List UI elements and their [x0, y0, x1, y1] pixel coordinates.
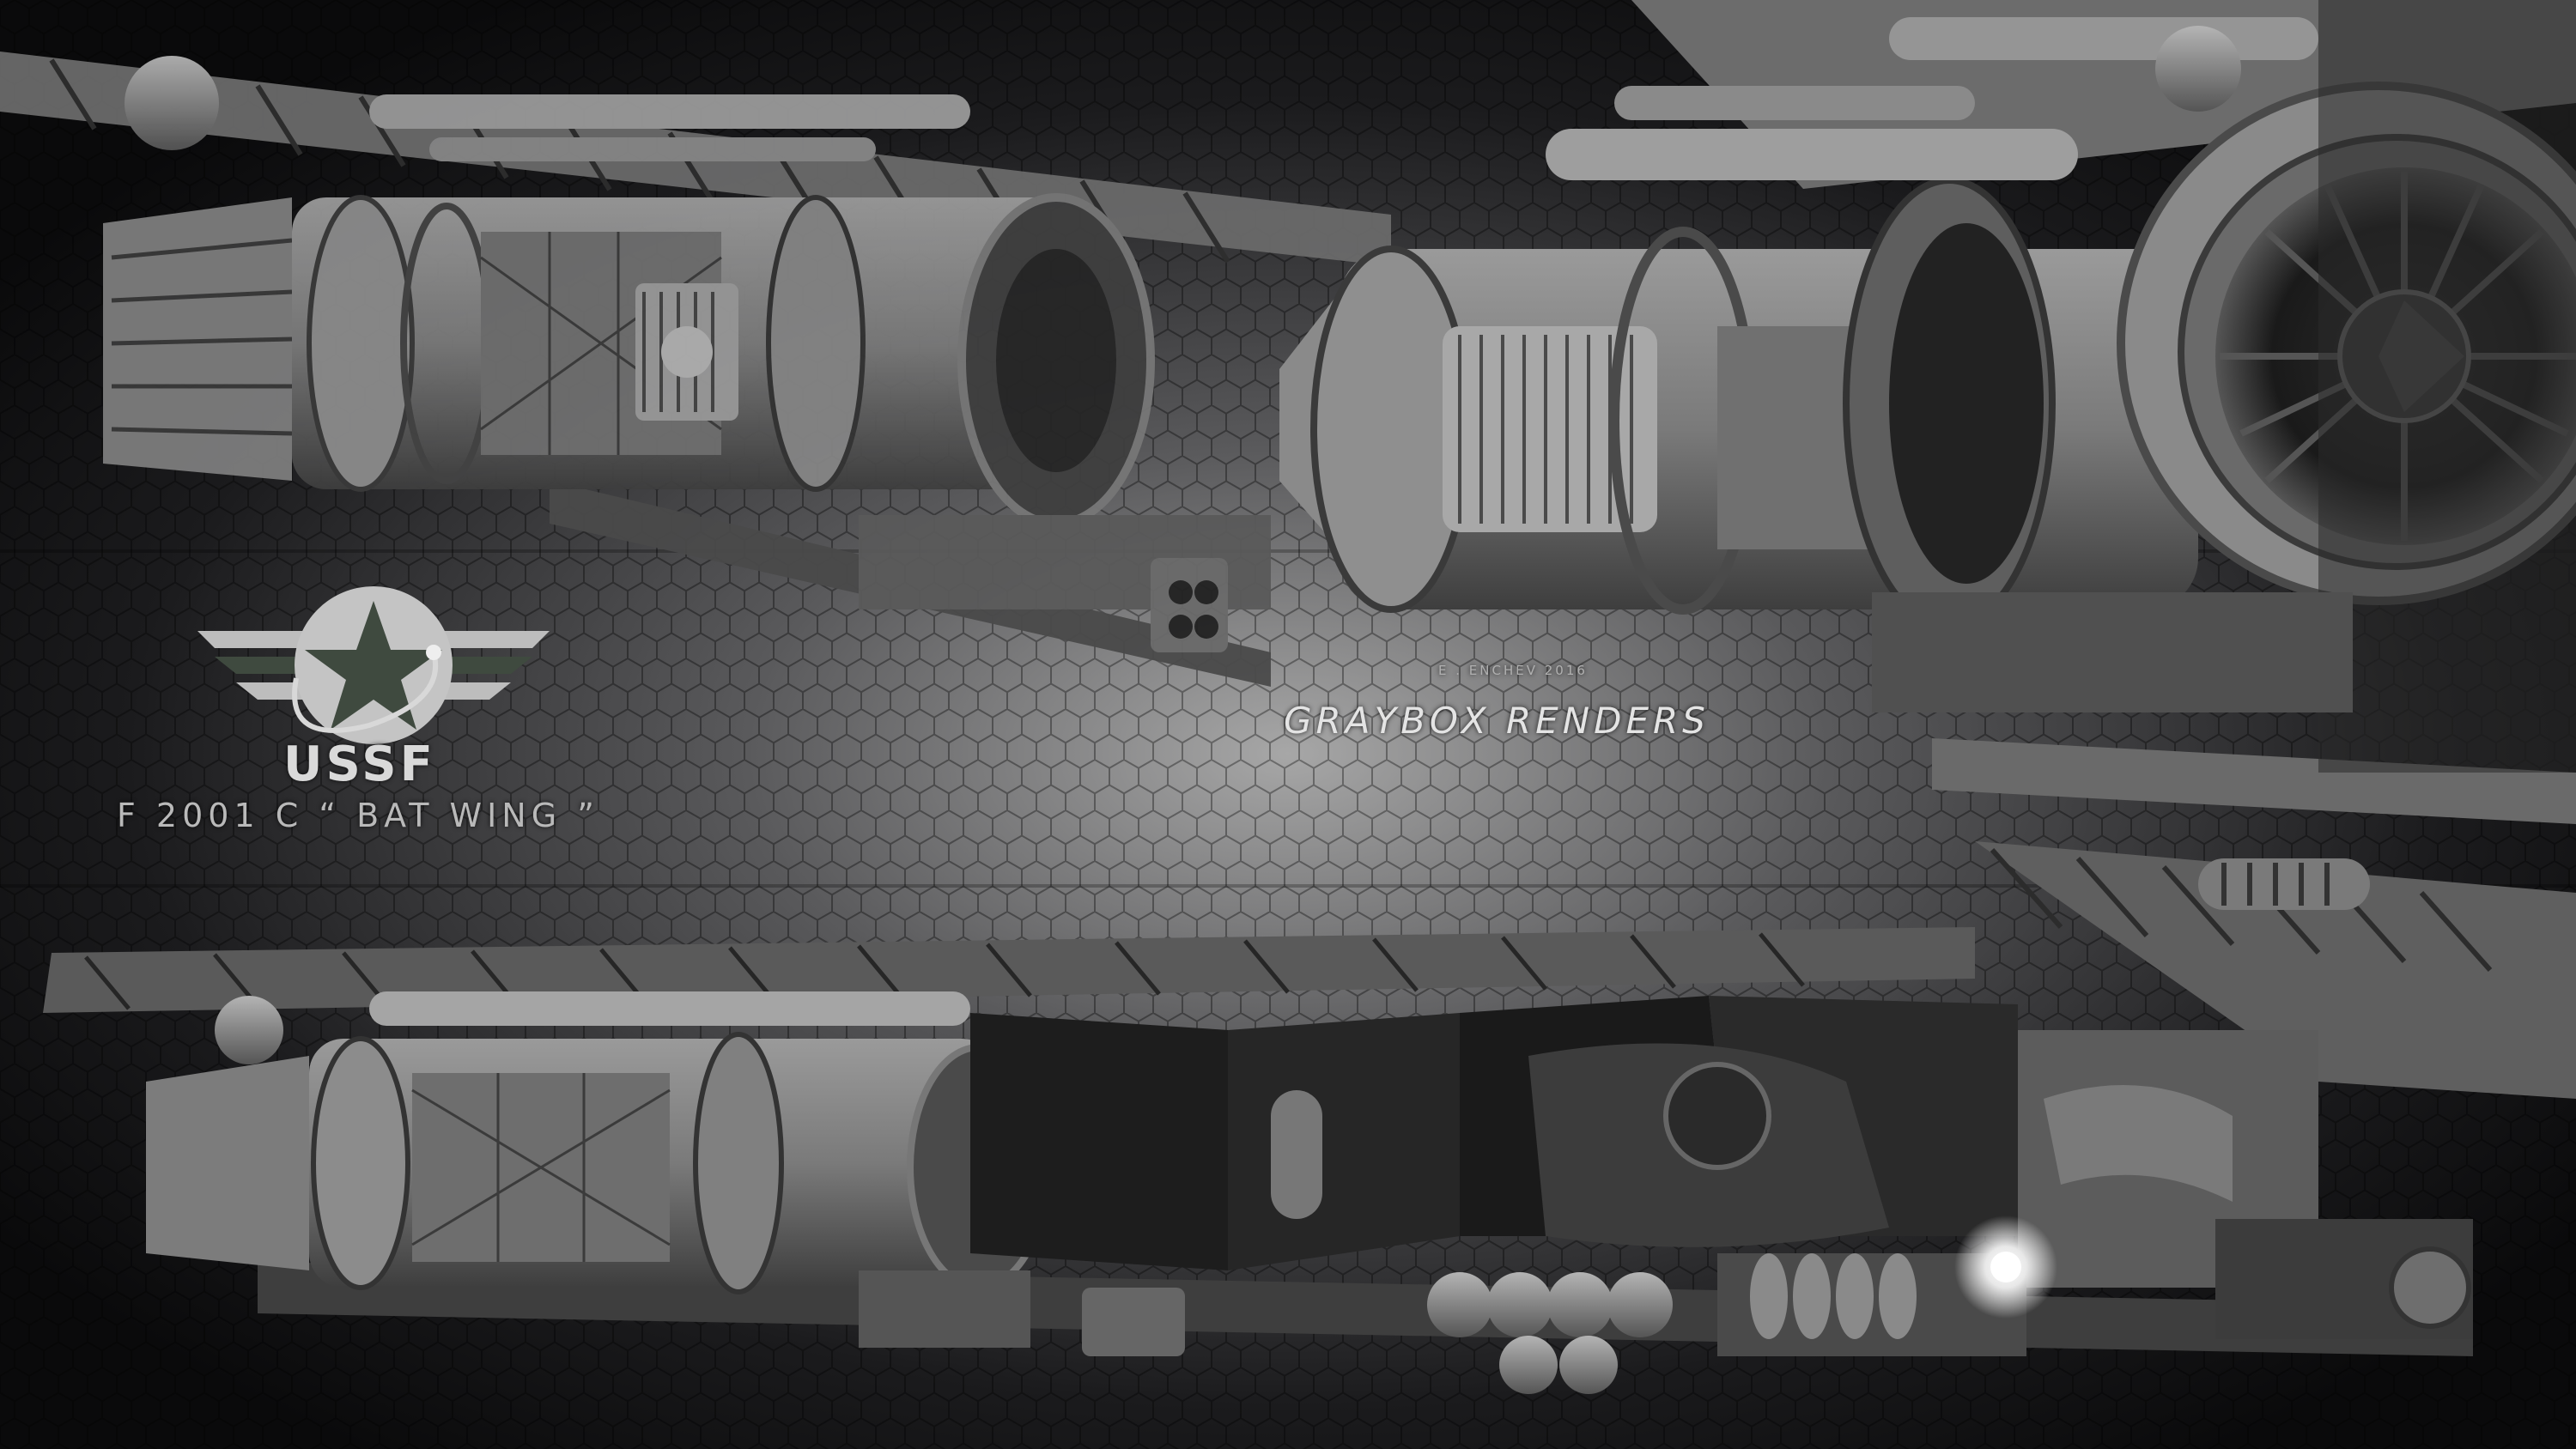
model-title: F 2001 C “ BAT WING ”	[117, 797, 599, 834]
bottom-engine	[43, 927, 2473, 1394]
author-credit: E . ENCHEV 2016	[1438, 663, 1588, 678]
emblem-name: USSF	[283, 737, 436, 792]
top-right-engine	[1279, 0, 2576, 1099]
ussf-emblem	[197, 586, 550, 744]
top-left-engine	[0, 52, 1391, 687]
section-title: GRAYBOX RENDERS	[1284, 700, 1710, 742]
